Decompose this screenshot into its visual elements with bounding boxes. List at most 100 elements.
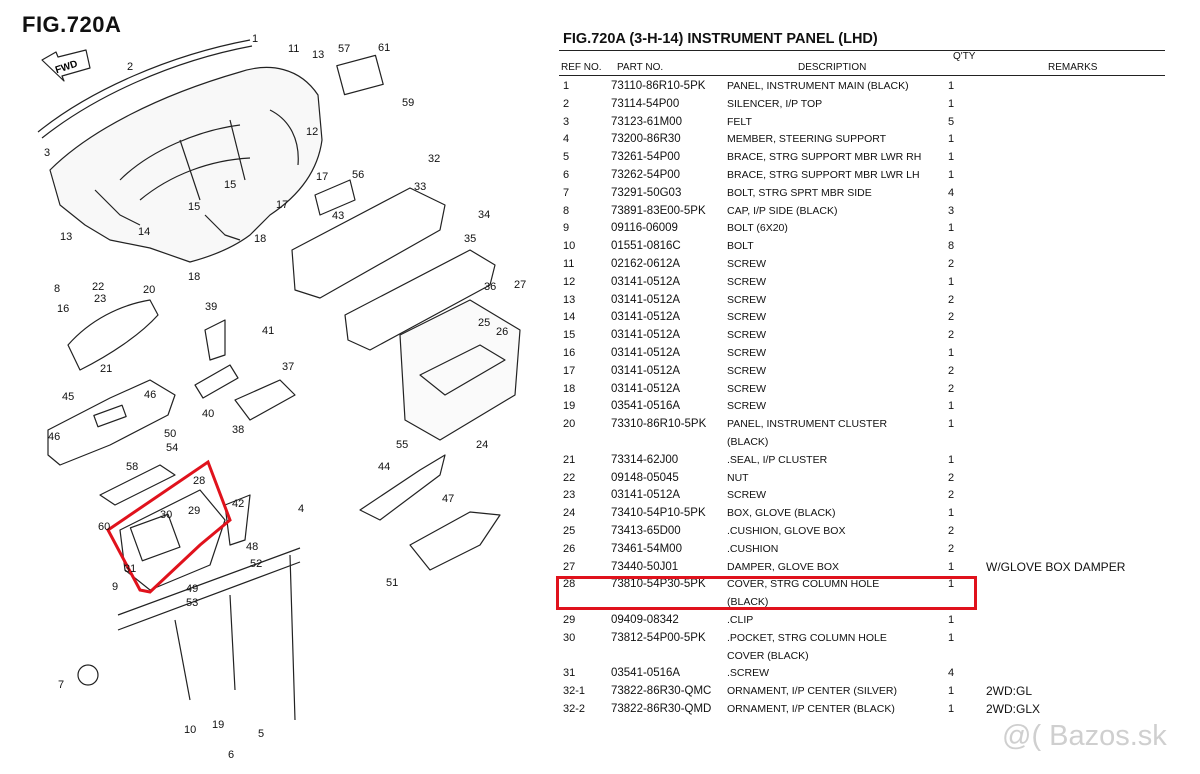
row-qty: 2 bbox=[948, 471, 955, 484]
row-ref: 3 bbox=[563, 115, 570, 128]
row-ref: 11 bbox=[563, 258, 575, 270]
row-qty: 2 bbox=[948, 382, 955, 395]
row-remarks: W/GLOVE BOX DAMPER bbox=[986, 559, 1126, 574]
row-description: SCREW bbox=[727, 329, 767, 342]
row-qty: 1 bbox=[948, 151, 955, 164]
header-qty: Q'TY bbox=[953, 51, 976, 62]
callout: 52 bbox=[250, 558, 262, 570]
row-qty: 2 bbox=[948, 329, 955, 342]
diagram-highlight bbox=[106, 459, 232, 594]
row-ref: 14 bbox=[563, 311, 576, 324]
callout-numbers: 1 2 3 4 5 6 7 8 9 10 11 12 13 13 14 15 1… bbox=[44, 33, 526, 761]
row-qty: 2 bbox=[948, 258, 955, 270]
row-part-number: 03141-0512A bbox=[611, 329, 681, 342]
row-remarks: 2WD:GLX bbox=[986, 702, 1041, 716]
row-description: SCREW bbox=[727, 258, 767, 270]
row-description: DAMPER, GLOVE BOX bbox=[727, 560, 840, 573]
row-qty: 2 bbox=[948, 293, 955, 306]
row-qty: 1 bbox=[948, 347, 955, 359]
row-part-number: 03141-0512A bbox=[611, 275, 681, 288]
callout: 46 bbox=[48, 431, 60, 443]
row-qty: 3 bbox=[948, 204, 955, 217]
exploded-parts-diagram: FWD 1 2 3 4 5 6 7 8 9 10 11 12 13 13 14 … bbox=[0, 0, 540, 769]
row-description: .CLIP bbox=[727, 614, 754, 626]
row-description: .SEAL, I/P CLUSTER bbox=[727, 453, 828, 466]
row-description: SCREW bbox=[727, 489, 767, 502]
row-qty: 2 bbox=[948, 311, 955, 324]
callout: 20 bbox=[143, 284, 155, 296]
row-part-number: 73413-65D00 bbox=[611, 525, 681, 537]
row-ref: 5 bbox=[563, 151, 570, 164]
row-qty: 2 bbox=[948, 525, 955, 537]
row-ref: 26 bbox=[563, 542, 576, 555]
callout: 5 bbox=[258, 728, 264, 740]
callout: 48 bbox=[246, 541, 258, 553]
callout: 14 bbox=[138, 226, 150, 238]
callout: 27 bbox=[514, 279, 526, 291]
callout: 18 bbox=[254, 233, 266, 245]
fwd-arrow-icon bbox=[41, 49, 91, 82]
row-qty: 1 bbox=[948, 560, 955, 573]
row-part-number: 03141-0512A bbox=[611, 382, 681, 395]
row-description: BOLT, STRG SPRT MBR SIDE bbox=[727, 186, 872, 199]
row-ref: 20 bbox=[563, 418, 576, 431]
column-cover bbox=[119, 489, 226, 591]
row-description: PANEL, INSTRUMENT CLUSTER bbox=[727, 418, 888, 431]
lower-left-panel bbox=[47, 379, 176, 466]
row-ref: 25 bbox=[563, 525, 576, 537]
row-qty: 1 bbox=[948, 453, 955, 466]
row-description: .CUSHION, GLOVE BOX bbox=[727, 525, 846, 537]
callout: 50 bbox=[164, 428, 176, 440]
callout: 9 bbox=[112, 581, 118, 593]
figure-label: FIG.720A bbox=[22, 12, 122, 37]
callout: 10 bbox=[184, 724, 196, 736]
row-qty: 1 bbox=[948, 685, 955, 698]
callout: 33 bbox=[414, 181, 426, 193]
row-ref: 6 bbox=[563, 169, 570, 181]
row-description: SCREW bbox=[727, 400, 767, 413]
row-part-number: 73822-86R30-QMC bbox=[611, 685, 712, 698]
row-ref: 12 bbox=[563, 275, 576, 288]
row-part-number: 73812-54P00-5PK bbox=[611, 631, 706, 644]
callout: 39 bbox=[205, 301, 217, 313]
row-qty: 5 bbox=[948, 115, 955, 128]
row-part-number: 73261-54P00 bbox=[611, 151, 681, 164]
row-description: BOLT (6X20) bbox=[727, 222, 788, 235]
bracket-44 bbox=[359, 454, 446, 521]
callout: 31 bbox=[124, 563, 136, 575]
row-ref: 21 bbox=[563, 453, 576, 466]
callout: 46 bbox=[144, 389, 156, 401]
cluster-panel bbox=[67, 299, 159, 371]
row-part-number: 09148-05045 bbox=[611, 471, 679, 484]
callout: 58 bbox=[126, 461, 138, 473]
row-description: SILENCER, I/P TOP bbox=[727, 97, 823, 110]
callout: 32 bbox=[428, 153, 440, 165]
callout: 15 bbox=[188, 201, 200, 213]
row-ref: 2 bbox=[563, 97, 570, 110]
row-ref: 17 bbox=[563, 364, 576, 377]
row-part-number: 03141-0512A bbox=[611, 347, 681, 359]
header-ref: REF NO. bbox=[561, 62, 602, 73]
row-part-number: 73314-62J00 bbox=[611, 453, 679, 466]
callout: 13 bbox=[60, 231, 72, 243]
callout: 60 bbox=[98, 521, 110, 533]
steering-support-member bbox=[117, 547, 301, 631]
row-ref: 27 bbox=[563, 560, 576, 573]
row-description: NUT bbox=[727, 471, 749, 484]
callout: 35 bbox=[464, 233, 476, 245]
row-description: SCREW bbox=[727, 364, 767, 377]
row-part-number: 73810-54P30-5PK bbox=[611, 578, 706, 591]
row-highlight-box bbox=[556, 576, 977, 610]
row-part-number: 73200-86R30 bbox=[611, 133, 681, 146]
row-part-number: 73114-54P00 bbox=[611, 97, 680, 110]
row-ref: 23 bbox=[563, 489, 576, 502]
row-description: SCREW bbox=[727, 311, 767, 324]
row-description: ORNAMENT, I/P CENTER (SILVER) bbox=[727, 685, 897, 698]
callout: 43 bbox=[332, 210, 344, 222]
row-qty: 1 bbox=[948, 80, 955, 92]
callout: 55 bbox=[396, 439, 408, 451]
row-part-number: 73262-54P00 bbox=[611, 169, 681, 181]
callout: 18 bbox=[188, 271, 200, 283]
row-description: MEMBER, STEERING SUPPORT bbox=[727, 133, 887, 146]
diagram-drawing: FWD 1 2 3 4 5 6 7 8 9 10 11 12 13 13 14 … bbox=[37, 33, 526, 761]
